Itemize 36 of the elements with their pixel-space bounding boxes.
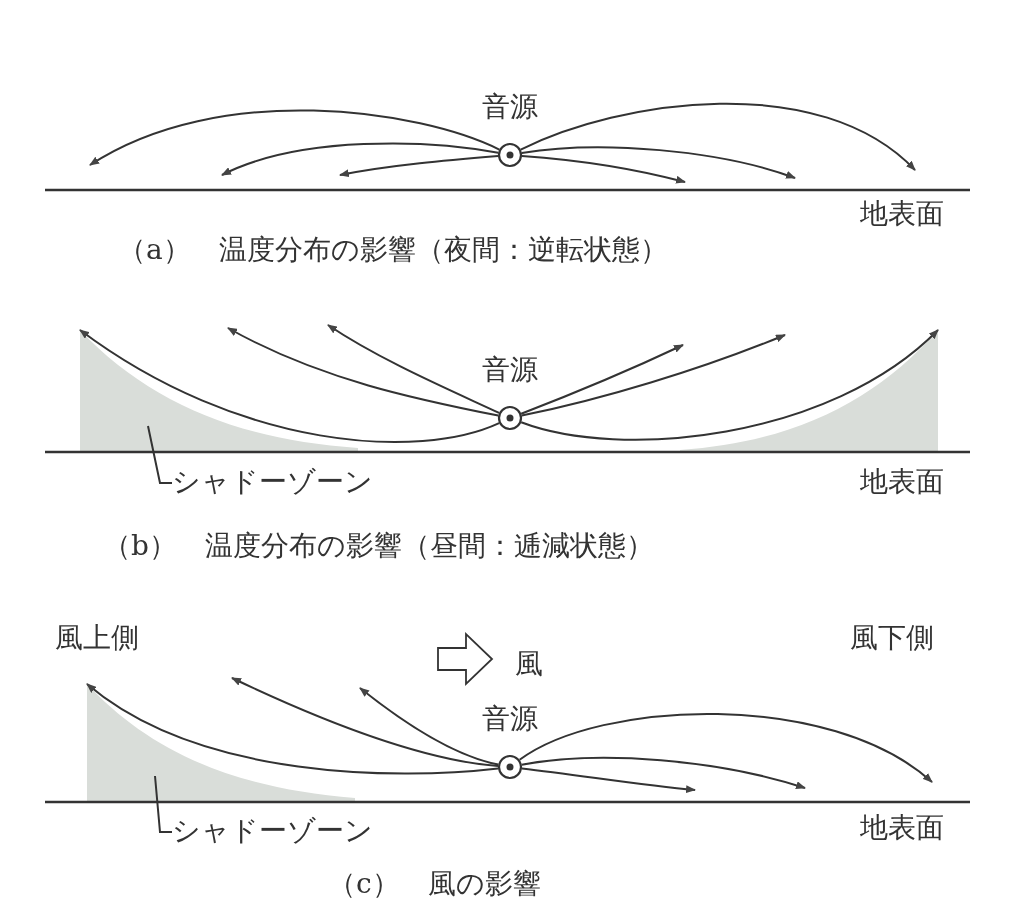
sound-ray xyxy=(520,146,796,179)
ground-label: 地表面 xyxy=(860,466,944,498)
side-label: 風上側 xyxy=(55,622,139,654)
source-label: 音源 xyxy=(481,354,539,388)
sound-ray xyxy=(231,677,499,768)
sound-ray xyxy=(520,334,786,417)
sound-ray xyxy=(520,757,806,790)
sound-ray xyxy=(86,683,500,775)
wind-label: 風 xyxy=(515,648,543,680)
side-label: 風下側 xyxy=(850,622,934,654)
source-label: 音源 xyxy=(481,703,539,737)
shadow-zone xyxy=(85,684,357,804)
sound-ray xyxy=(521,154,686,184)
ground-label: 地表面 xyxy=(860,812,944,844)
sound-ray xyxy=(518,713,933,783)
caption: （b） 温度分布の影響（昼間：逓減状態） xyxy=(103,530,654,562)
sound-ray xyxy=(79,329,501,444)
sound-ray xyxy=(359,687,500,766)
zone-label: シャドーゾーン xyxy=(172,466,373,498)
shadow-zone xyxy=(78,330,360,454)
source-label: 音源 xyxy=(481,91,539,125)
sound-ray xyxy=(520,767,696,794)
caption: （c） 風の影響 xyxy=(328,868,541,900)
leader-line xyxy=(147,425,173,484)
sound-ray xyxy=(227,327,500,417)
caption: （a） 温度分布の影響（夜間：逆転状態） xyxy=(118,234,668,266)
sound-ray xyxy=(327,324,501,414)
sound-ray xyxy=(520,329,939,441)
sound-ray xyxy=(519,102,916,171)
sound-ray xyxy=(221,142,500,176)
leader-line xyxy=(154,775,173,833)
sound-ray xyxy=(520,344,684,415)
ground-label: 地表面 xyxy=(860,198,944,230)
zone-label: シャドーゾーン xyxy=(172,815,373,847)
sound-ray xyxy=(89,109,501,166)
sound-ray xyxy=(339,155,499,178)
